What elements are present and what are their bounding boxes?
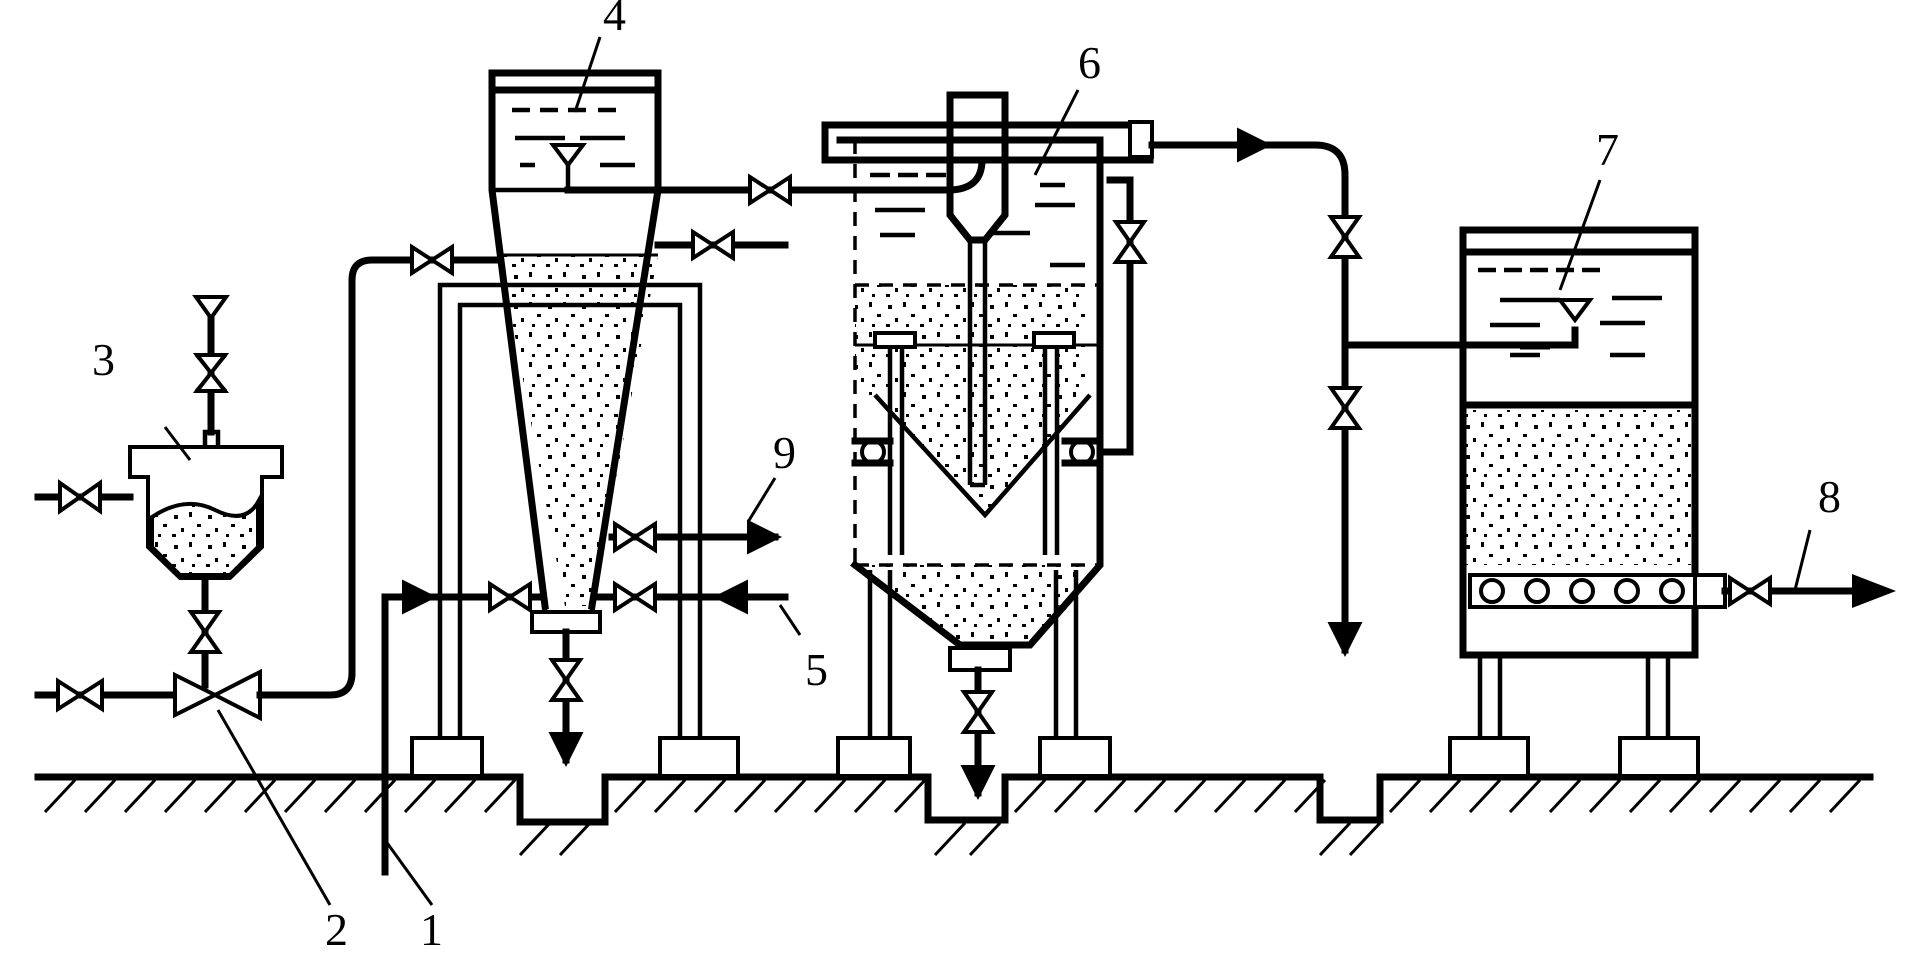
water-level bbox=[512, 107, 635, 168]
clarifier-tank bbox=[821, 91, 1154, 800]
leader-lines bbox=[163, 36, 1812, 906]
number-labels: 1 2 3 4 5 6 7 8 9 bbox=[92, 0, 1841, 955]
label-1: 1 bbox=[420, 904, 443, 955]
valve-icon bbox=[1327, 215, 1363, 259]
valve-icon bbox=[1728, 574, 1772, 608]
label-7: 7 bbox=[1596, 124, 1619, 175]
label-6: 6 bbox=[1078, 37, 1101, 88]
valve-icon bbox=[548, 658, 584, 702]
water-level bbox=[870, 172, 1085, 268]
valve-icon bbox=[58, 479, 102, 515]
label-9: 9 bbox=[773, 427, 796, 478]
valve-icon bbox=[613, 580, 657, 614]
label-2: 2 bbox=[325, 904, 348, 955]
ground bbox=[34, 773, 1874, 857]
valve-icon bbox=[960, 690, 996, 734]
conical-tank bbox=[437, 69, 986, 767]
ground-hatching bbox=[43, 778, 1862, 857]
valve-icon bbox=[1327, 386, 1363, 430]
ejector bbox=[34, 243, 504, 722]
valve-icon bbox=[187, 610, 223, 654]
valve-icon bbox=[613, 520, 657, 554]
label-4: 4 bbox=[603, 0, 626, 40]
preparation-tank bbox=[34, 295, 284, 689]
valve-icon bbox=[691, 228, 735, 262]
valve-icon bbox=[1112, 220, 1148, 264]
side-pipes bbox=[596, 519, 789, 615]
label-5: 5 bbox=[805, 644, 828, 695]
label-3: 3 bbox=[92, 334, 115, 385]
filter-tank bbox=[1459, 226, 1896, 738]
water-level bbox=[1478, 267, 1662, 358]
label-8: 8 bbox=[1818, 471, 1841, 522]
valve-icon bbox=[192, 353, 230, 393]
transfer-pipe bbox=[1148, 127, 1579, 657]
inlet-pipe bbox=[381, 579, 544, 876]
underdrain-nozzles bbox=[1479, 578, 1685, 604]
valve-icon bbox=[410, 243, 454, 277]
valve-icon bbox=[488, 580, 532, 614]
valve-icon bbox=[748, 173, 792, 207]
valve-icon bbox=[56, 677, 104, 713]
foundation-blocks bbox=[410, 736, 1700, 778]
